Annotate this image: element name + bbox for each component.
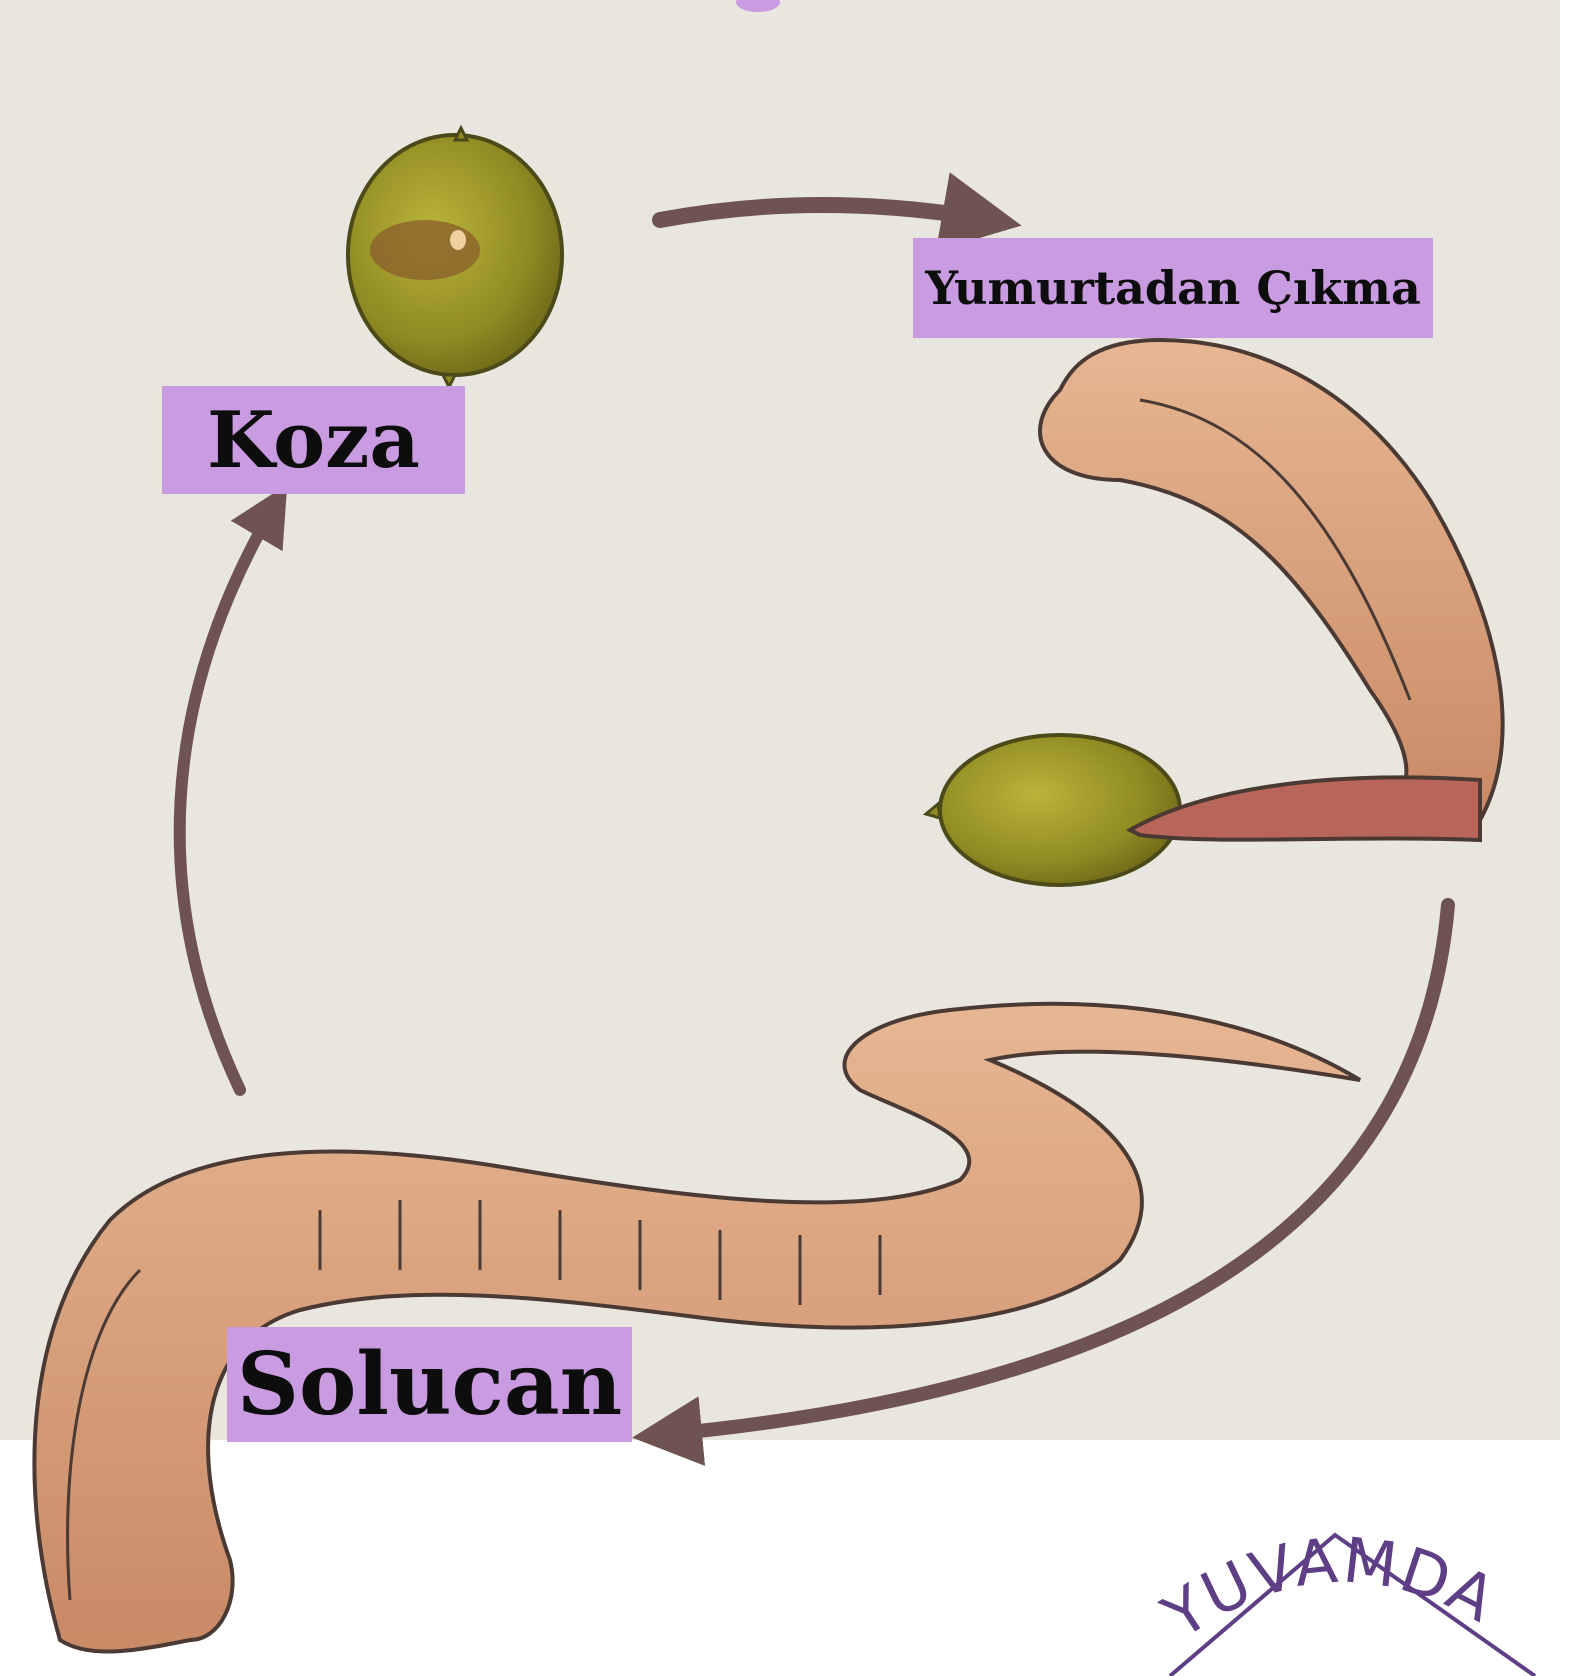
logo: YUVAMDA [1150, 1525, 1530, 1655]
stage-label-koza: Koza [162, 386, 465, 494]
logo-text: YUVAMDA [1150, 1525, 1508, 1653]
stage-label-solucan: Solucan [227, 1327, 632, 1442]
stage-label-hatching: Yumurtadan Çıkma [913, 238, 1433, 338]
svg-text:YUVAMDA: YUVAMDA [1150, 1525, 1508, 1653]
